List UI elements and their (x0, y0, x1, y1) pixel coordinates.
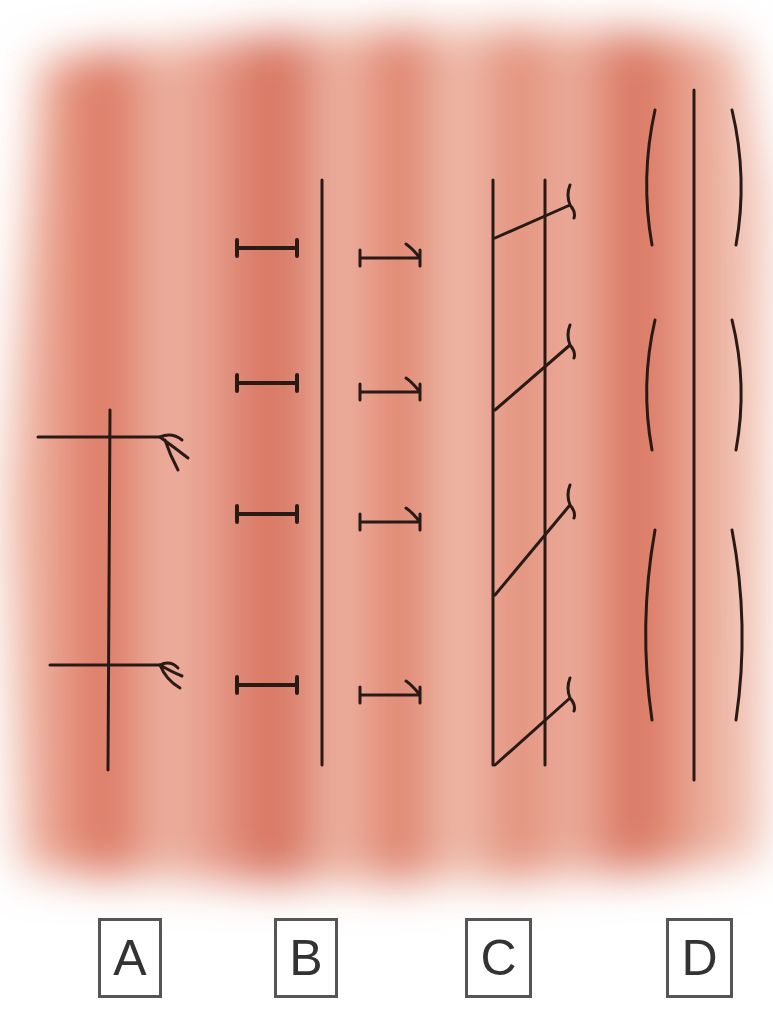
skin-surface (5, 29, 770, 883)
panel-letter: B (289, 933, 322, 983)
stitch (50, 664, 160, 667)
skin-background (5, 29, 770, 883)
label-box: D (666, 918, 733, 998)
panel-letter: D (681, 933, 717, 983)
suture-c (493, 180, 575, 765)
suture-b (237, 180, 420, 765)
label-box: A (98, 918, 162, 998)
label-box: B (274, 918, 338, 998)
stitch (38, 436, 160, 439)
incision-line (321, 180, 324, 765)
suture-lines (38, 90, 742, 780)
panel-letter: C (480, 933, 516, 983)
suture-d (646, 90, 742, 780)
label-box: C (465, 918, 532, 998)
incision-line (693, 90, 696, 780)
incision-line (544, 180, 547, 765)
panel-letter: A (113, 933, 146, 983)
incision-line (108, 410, 110, 770)
suture-tail (160, 663, 182, 688)
suture-a (38, 410, 188, 770)
incision-line (492, 180, 495, 765)
suture-tail (160, 435, 188, 470)
